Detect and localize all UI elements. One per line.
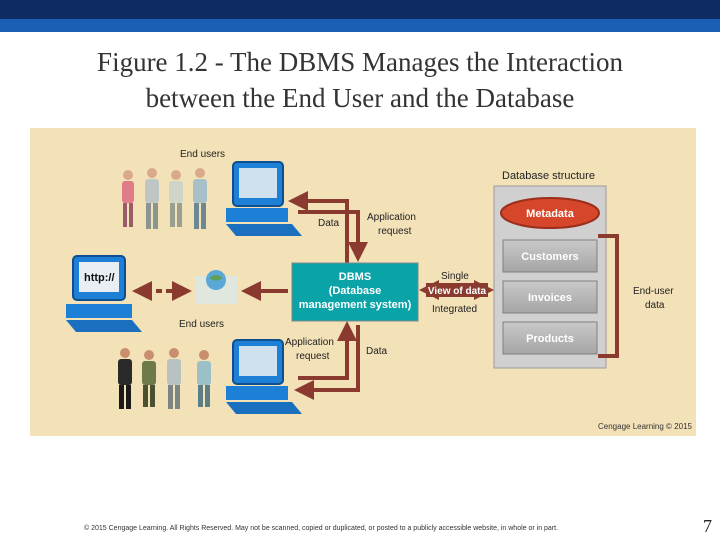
title-line-2: between the End User and the Database — [145, 83, 575, 113]
arrow-data-top — [288, 191, 349, 268]
products-label: Products — [526, 333, 574, 345]
person-icon — [145, 168, 159, 229]
person-icon — [169, 170, 183, 227]
dbms-box — [291, 262, 419, 322]
integrated-label: Integrated — [432, 304, 477, 315]
dbms-figure: End users Data Application request http:… — [30, 128, 696, 436]
data-label-top: Data — [318, 218, 340, 229]
view-of-data-box — [426, 283, 488, 297]
invoices-label: Invoices — [528, 292, 572, 304]
app-request-label-top-2: request — [378, 226, 412, 237]
db-structure-label: Database structure — [502, 170, 595, 182]
end-user-data-bracket — [598, 234, 619, 358]
globe-server-icon — [195, 270, 237, 304]
computer-icon-top — [226, 161, 302, 236]
copyright-footer: © 2015 Cengage Learning. All Rights Rese… — [84, 525, 559, 532]
end-users-bottom-group — [118, 348, 211, 409]
title-line-1: Figure 1.2 - The DBMS Manages the Intera… — [97, 47, 623, 77]
credit-label: Cengage Learning © 2015 — [598, 422, 693, 431]
arrow-app-request-bottom — [298, 321, 357, 380]
page-number: 7 — [703, 516, 712, 536]
invoices-box — [502, 280, 598, 314]
person-icon — [193, 168, 207, 229]
single-label: Single — [441, 271, 469, 282]
view-of-data-label: View of data — [428, 286, 487, 297]
products-box — [502, 321, 598, 355]
dbms-label-2: (Database — [329, 285, 382, 297]
slide-title: Figure 1.2 - The DBMS Manages the Intera… — [40, 44, 680, 116]
arrow-app-request-top — [298, 210, 368, 262]
metadata-ellipse — [500, 197, 600, 229]
end-users-top-label: End users — [180, 149, 225, 160]
person-icon — [122, 170, 134, 227]
person-icon — [118, 348, 132, 409]
web-computer-icon — [66, 255, 142, 332]
url-text: http:// — [84, 272, 115, 284]
arrow-data-bottom — [294, 325, 360, 400]
end-user-data-label-1: End-user — [633, 286, 674, 297]
dbms-label-1: DBMS — [339, 271, 371, 283]
person-icon — [197, 350, 211, 407]
app-request-label-top-1: Application — [367, 212, 416, 223]
header-bar-blue — [0, 19, 720, 32]
data-label-bottom: Data — [366, 346, 388, 357]
end-users-mid-label: End users — [179, 319, 224, 330]
end-user-data-label-2: data — [645, 300, 665, 311]
app-request-label-bot-2: request — [296, 351, 330, 362]
computer-icon-bottom — [226, 339, 302, 414]
customers-box — [502, 239, 598, 273]
metadata-label: Metadata — [526, 208, 575, 220]
app-request-label-bot-1: Application — [285, 337, 334, 348]
customers-label: Customers — [521, 251, 578, 263]
dbms-label-3: management system) — [299, 299, 412, 311]
person-icon — [167, 348, 181, 409]
person-icon — [142, 350, 156, 407]
header-bar-dark — [0, 0, 720, 19]
end-users-top-group — [122, 168, 207, 229]
